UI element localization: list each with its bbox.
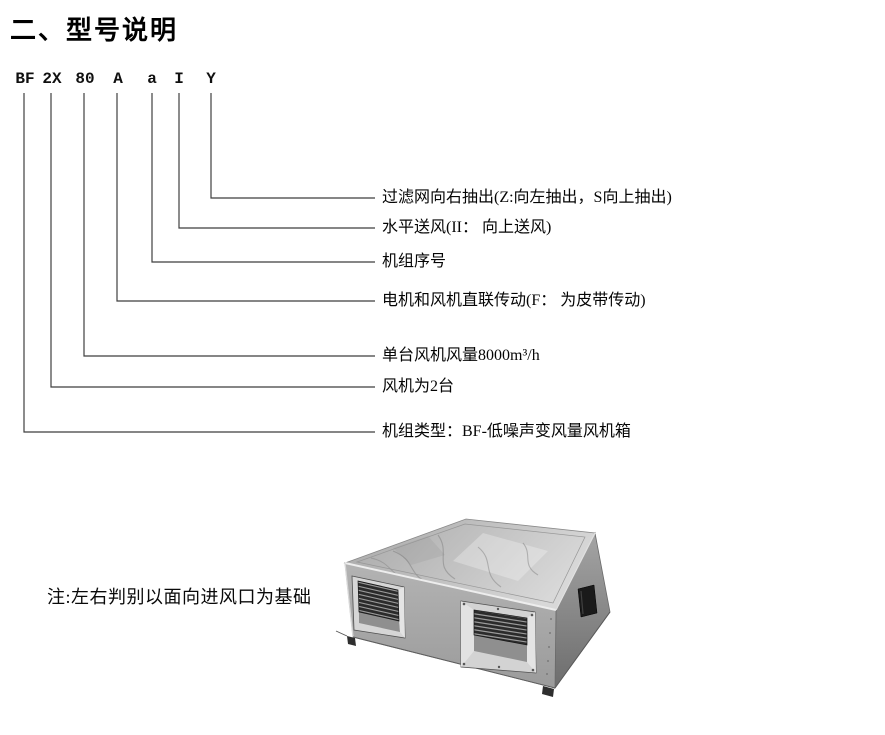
leader-line-bf [23,93,375,433]
motor-block [577,584,598,618]
code-part-80: 80 [75,70,95,88]
code-part-a-lower: a [147,70,157,88]
drain-wire [335,630,348,637]
frame-screws [462,602,535,672]
leader-line-A [116,93,375,302]
fan-box-photo [335,518,611,697]
right-top-edge-highlight [555,532,596,611]
top-panel-seam [355,523,586,604]
label-fan-count: 风机为2台 [382,378,455,395]
label-unit-serial: 机组序号 [382,253,447,270]
rivet-line [546,618,552,675]
front-bottom-edge [352,636,556,689]
fan-inlet-right [460,600,537,674]
front-top-edge-highlight [344,562,557,611]
leader-line-2x [50,93,375,388]
label-air-supply-direction: 水平送风(II： 向上送风) [382,219,552,236]
fan-inlet-left [351,575,406,639]
leader-line-a [151,93,375,263]
unit-foot-left [347,636,356,646]
footnote: 注:左右判别以面向进风口为基础 [47,587,312,607]
unit-foot-right [542,686,554,697]
label-unit-type: 机组类型：BF-低噪声变风量风机箱 [382,423,631,440]
code-part-bf: BF [15,70,35,88]
code-part-i: I [174,70,184,88]
leader-line-i [178,93,375,229]
leader-lines [23,93,375,433]
section-title: 二、型号说明 [10,15,179,45]
code-part-2x: 2X [42,70,62,88]
leader-line-80 [83,93,375,357]
label-airflow: 单台风机风量8000m³/h [382,347,540,364]
code-part-y: Y [206,70,216,88]
left-edge-highlight [344,562,354,638]
code-part-a-upper: A [113,70,123,88]
label-drive-type: 电机和风机直联传动(F： 为皮带传动) [382,292,646,309]
right-bottom-edge [554,611,611,689]
label-filter-extraction: 过滤网向右抽出(Z:向左抽出，S向上抽出) [382,189,672,206]
leader-line-y [210,93,375,199]
fan-blades-left [358,581,399,621]
